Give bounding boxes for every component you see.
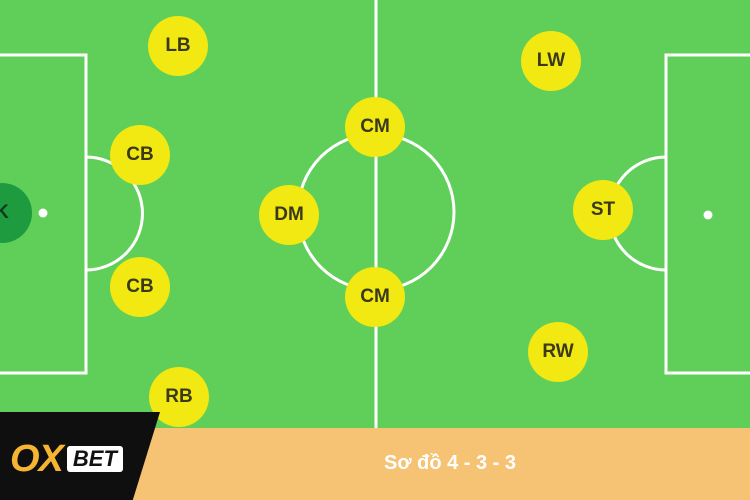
player-st: ST [573,180,633,240]
logo-text-ox: OX [10,438,64,480]
left-penalty-box [0,53,88,375]
formation-caption: Sơ đồ 4 - 3 - 3 [383,452,517,474]
player-cm-bottom: CM [345,267,405,327]
player-rb: RB [149,367,209,427]
left-penalty-spot [38,208,48,218]
right-penalty-spot [703,210,713,220]
player-dm: DM [259,185,319,245]
brand-logo: OX BET [10,440,123,478]
right-penalty-box [664,53,750,375]
player-lw: LW [521,31,581,91]
player-rw: RW [528,322,588,382]
player-cb-top: CB [110,125,170,185]
player-cb-bottom: CB [110,257,170,317]
football-pitch [0,0,750,430]
player-cm-top: CM [345,97,405,157]
logo-text-bet: BET [66,446,123,472]
player-lb: LB [148,16,208,76]
